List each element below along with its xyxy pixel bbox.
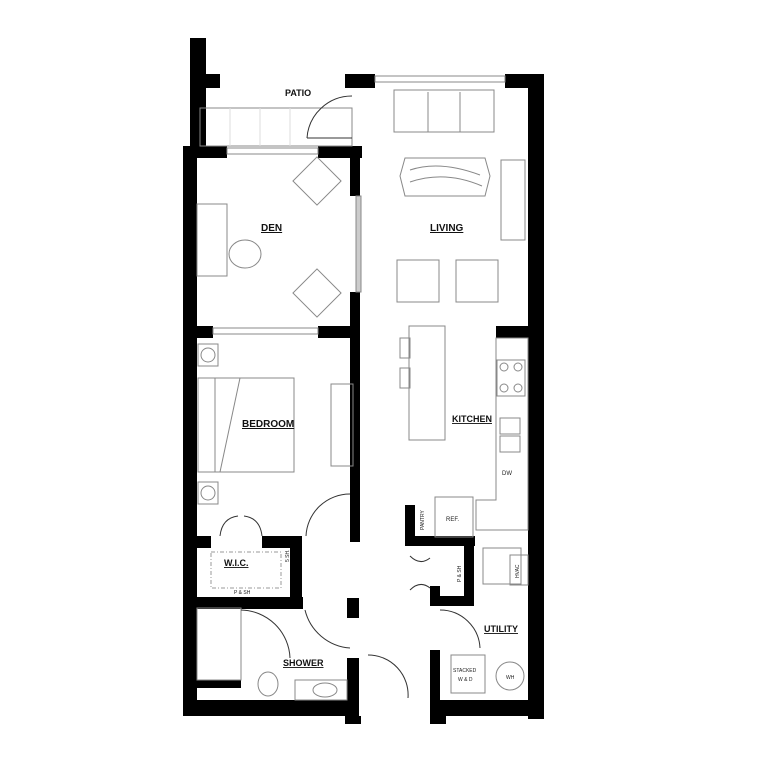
utility-fixtures (409, 547, 529, 694)
label-hvac: HVAC (515, 564, 521, 578)
label-psh-hall: P & SH (457, 565, 463, 582)
label-utility: UTILITY (484, 624, 518, 634)
label-patio: PATIO (285, 88, 311, 98)
patio (199, 95, 353, 147)
label-shower: SHOWER (283, 658, 324, 668)
living-furniture (393, 89, 526, 303)
label-wh: WH (506, 675, 515, 681)
bedroom-furniture (197, 343, 354, 537)
label-wd: W & D (458, 677, 473, 683)
bath-fixtures (196, 607, 409, 701)
label-den: DEN (261, 223, 282, 234)
label-stacked: STACKED (453, 668, 477, 674)
label-living: LIVING (430, 223, 464, 234)
walls (183, 38, 544, 724)
label-wic: W.I.C. (224, 558, 249, 568)
kitchen-fixtures (399, 325, 529, 538)
windows (212, 75, 506, 335)
label-kitchen: KITCHEN (452, 414, 492, 424)
label-pantry: PANTRY (420, 510, 426, 530)
label-psh-wic: P & SH (234, 590, 251, 596)
label-ref: REF. (446, 517, 459, 523)
label-bedroom: BEDROOM (242, 419, 294, 430)
wic-shelving (210, 551, 282, 589)
den-furniture (196, 156, 342, 318)
label-dw: DW (502, 471, 512, 477)
label-5sh: 5 SH. (285, 549, 291, 562)
